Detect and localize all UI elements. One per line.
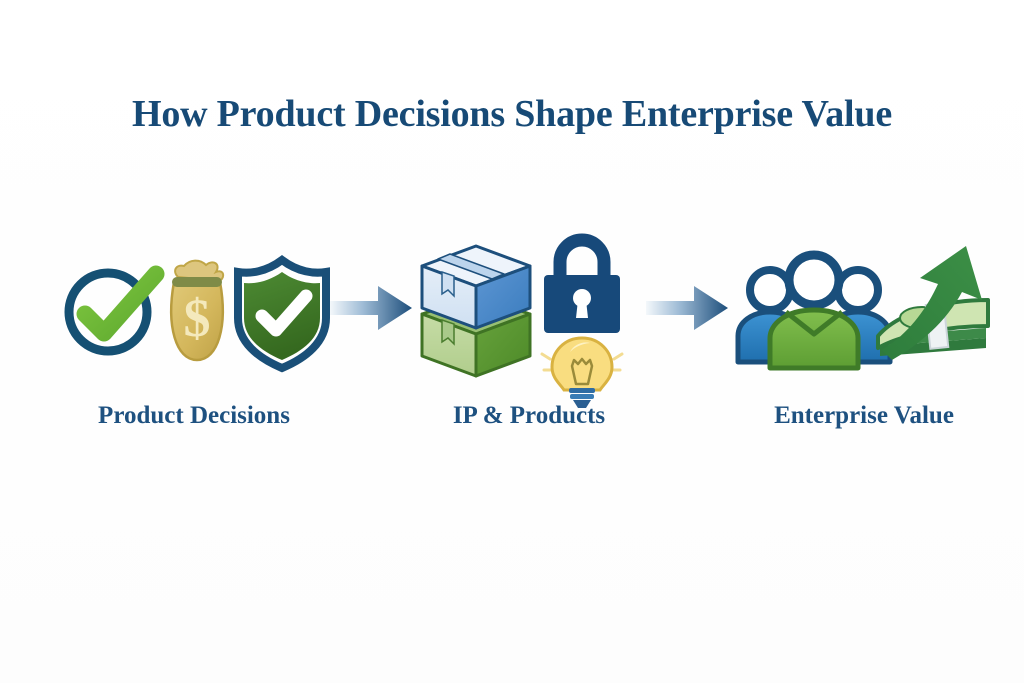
stage-enterprise-value: Enterprise Value: [730, 228, 998, 430]
people-group-icon: [735, 250, 893, 371]
stage-2-icon-group: [414, 228, 644, 408]
stage-product-decisions: $ Product Decisions: [60, 228, 330, 430]
stage-ip-and-products: IP & Products: [414, 228, 644, 430]
page-title: How Product Decisions Shape Enterprise V…: [131, 93, 893, 135]
stage-label-ip-and-products: IP & Products: [452, 402, 606, 429]
arrow-connector-1-svg: [330, 286, 412, 330]
blue-box: [420, 244, 532, 330]
stage-label-product-decisions: Product Decisions: [98, 402, 290, 429]
arrow-connector-2-svg: [646, 286, 728, 330]
stage-label-enterprise-value: Enterprise Value: [774, 402, 954, 429]
stage-1-icon-group: $: [60, 228, 330, 388]
stage-2-icons-svg: [420, 233, 624, 408]
stage-3-icons-svg: [735, 246, 990, 371]
money-bag-icon: $: [170, 259, 225, 362]
arrow-connector-2: [644, 228, 730, 388]
svg-text:$: $: [184, 288, 211, 348]
lightbulb-icon: [540, 336, 624, 408]
arrow-connector-1: [328, 228, 414, 388]
shield-check-icon: [234, 255, 330, 373]
stage-3-icon-group: [730, 228, 998, 388]
padlock-icon: [544, 233, 620, 333]
growth-arrow-icon: [882, 246, 982, 360]
stage-1-icons-svg: $: [64, 255, 330, 373]
stacked-boxes-icon: [420, 244, 532, 378]
check-circle-icon: [64, 265, 165, 356]
person-center: [767, 250, 861, 371]
process-flow: $ Product Decisions: [60, 228, 990, 468]
